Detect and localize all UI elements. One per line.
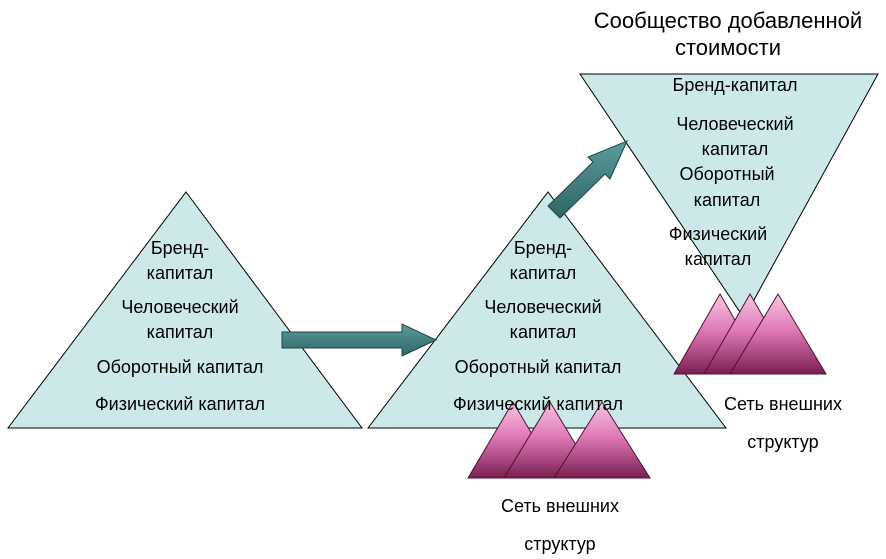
- middle-human-line2: капитал: [509, 322, 577, 342]
- network-middle-line1: Сеть внешних: [501, 496, 619, 516]
- left-human-line1: Человеческий: [121, 297, 239, 317]
- network-right-line1: Сеть внешних: [724, 394, 842, 414]
- left-physical-capital: Физический капитал: [94, 394, 266, 414]
- left-brand-line1: Бренд-: [150, 238, 210, 258]
- pyramid-inverted-shape: [579, 73, 879, 319]
- mountains-middle: [467, 401, 651, 479]
- mountain-peak: [553, 401, 651, 479]
- inverted-brand-capital: Бренд-капитал: [672, 75, 798, 95]
- arrow-diagonal: [547, 140, 628, 219]
- mountain-peak: [729, 293, 827, 375]
- middle-brand-line2: капитал: [509, 263, 577, 283]
- mountains-right: [673, 292, 827, 375]
- inverted-physical-line1: Физический: [668, 224, 768, 244]
- pyramid-left-shape: [6, 191, 363, 429]
- arrow-horizontal: [281, 323, 438, 357]
- inverted-working-line1: Оборотный: [679, 164, 775, 184]
- inverted-working-line2: капитал: [693, 190, 761, 210]
- middle-physical-capital: Физический капитал: [452, 394, 624, 414]
- left-working-capital: Оборотный капитал: [96, 357, 264, 377]
- diagram-title-line2: стоимости: [674, 35, 782, 60]
- inverted-human-line1: Человеческий: [676, 114, 794, 134]
- middle-human-line1: Человеческий: [484, 297, 602, 317]
- network-right-line2: структур: [747, 432, 819, 452]
- left-brand-line2: капитал: [146, 263, 214, 283]
- diagram-title-line1: Сообщество добавленной: [593, 8, 863, 33]
- left-human-line2: капитал: [146, 322, 214, 342]
- inverted-human-line2: капитал: [701, 139, 769, 159]
- middle-brand-line1: Бренд-: [513, 238, 573, 258]
- middle-working-capital: Оборотный капитал: [454, 357, 622, 377]
- network-middle-line2: структур: [524, 534, 596, 554]
- inverted-physical-line2: капитал: [684, 249, 752, 269]
